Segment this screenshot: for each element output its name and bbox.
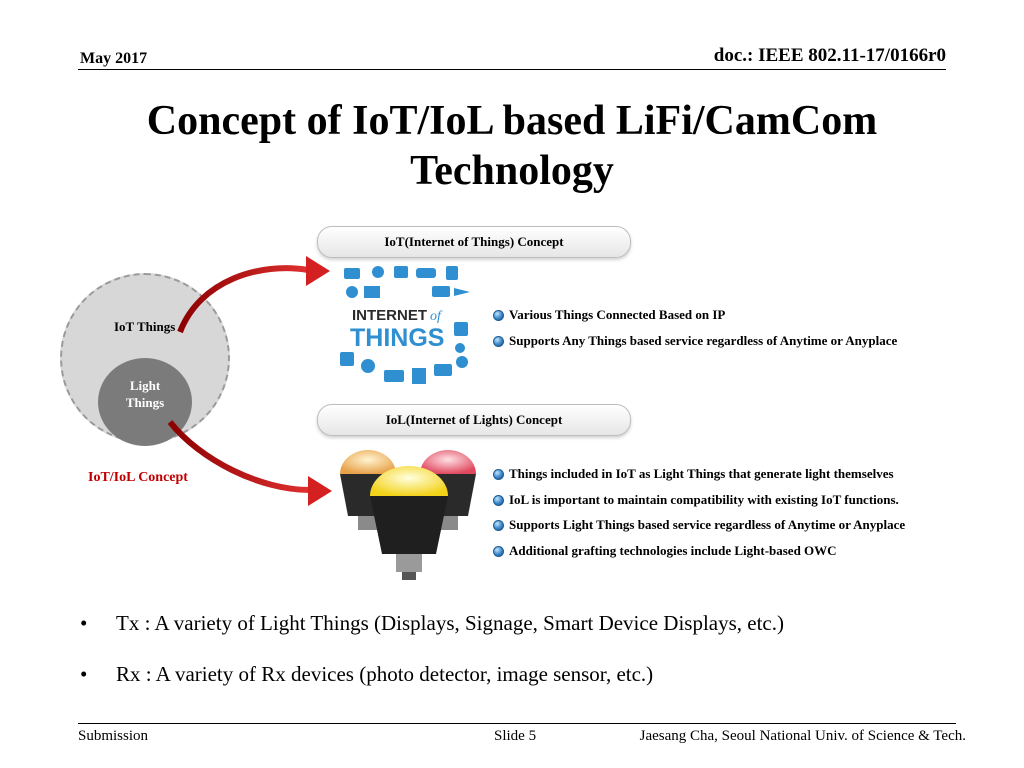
blue-bullet-icon <box>493 309 504 321</box>
iol-bullet-4-text: Additional grafting technologies include… <box>509 543 837 558</box>
gear-icon <box>340 352 354 366</box>
smart-bulbs-illustration <box>340 450 476 580</box>
slide-title-line-1: Concept of IoT/IoL based LiFi/CamCom <box>146 98 878 144</box>
iol-bullet-1-text: Things included in IoT as Light Things t… <box>509 466 894 481</box>
phone-icon <box>446 266 458 280</box>
iot-bullet-1: Various Things Connected Based on IP <box>493 307 725 323</box>
globe-icon <box>361 359 375 373</box>
person-icon <box>346 286 358 298</box>
watch-icon <box>456 356 468 368</box>
light-things-label-line-1: Light <box>129 378 161 393</box>
iol-bullet-1: Things included in IoT as Light Things t… <box>493 466 894 482</box>
rx-bullet-text: Rx : A variety of Rx devices (photo dete… <box>116 662 654 686</box>
monitor-icon <box>454 322 468 336</box>
tx-bullet: • Tx : A variety of Light Things (Displa… <box>80 611 784 636</box>
iol-bullet-2-text: IoL is important to maintain compatibili… <box>509 492 899 507</box>
curved-arrows <box>167 256 332 506</box>
header-doc-id: doc.: IEEE 802.11-17/0166r0 <box>713 45 946 66</box>
slide-title: Concept of IoT/IoL based LiFi/CamCom Tec… <box>60 96 964 196</box>
slide-title-line-2: Technology <box>410 148 614 194</box>
bullet-marker: • <box>80 611 88 635</box>
light-things-label: Light Things <box>98 377 192 411</box>
blue-bullet-icon <box>493 335 504 347</box>
yellow-bulb-icon <box>370 466 448 580</box>
sensor-icon <box>455 343 465 353</box>
blue-bullet-icon <box>493 494 504 506</box>
footer-slide-number: Slide 5 <box>494 728 537 744</box>
tx-bullet-text: Tx : A variety of Light Things (Displays… <box>116 611 785 635</box>
iol-bullet-3: Supports Light Things based service rega… <box>493 517 905 533</box>
arrow-to-iot <box>177 256 330 334</box>
iol-bullet-4: Additional grafting technologies include… <box>493 543 837 559</box>
cart-icon <box>394 266 408 278</box>
blue-bullet-icon <box>493 519 504 531</box>
tv-icon <box>344 268 360 279</box>
iot-things-label: IoT Things <box>114 319 176 334</box>
iot-logo-word-things: THINGS <box>350 324 444 352</box>
blue-bullet-icon <box>493 468 504 480</box>
iot-bullet-2-text: Supports Any Things based service regard… <box>509 333 898 348</box>
header-date: May 2017 <box>80 50 148 67</box>
iol-bullet-2: IoL is important to maintain compatibili… <box>493 492 899 508</box>
iot-bullet-1-text: Various Things Connected Based on IP <box>509 307 726 322</box>
iot-logo-word-of: of <box>430 309 443 324</box>
iot-concept-pill: IoT(Internet of Things) Concept <box>317 226 631 258</box>
footer-rule <box>78 723 956 724</box>
iol-bullet-3-text: Supports Light Things based service rega… <box>509 517 906 532</box>
laptop-icon <box>384 370 404 382</box>
blue-bullet-icon <box>493 545 504 557</box>
iot-iol-concept-label: IoT/IoL Concept <box>88 470 188 485</box>
plane-icon <box>454 288 470 296</box>
bulb-icon <box>372 266 384 278</box>
internet-of-things-illustration: INTERNET of THINGS <box>340 266 470 384</box>
tablet-icon <box>412 368 426 384</box>
footer-submission: Submission <box>78 728 149 744</box>
truck-icon <box>434 364 452 376</box>
bus-icon <box>432 286 450 297</box>
car-icon <box>416 268 436 278</box>
rx-bullet: • Rx : A variety of Rx devices (photo de… <box>80 662 653 687</box>
bullet-marker: • <box>80 662 88 686</box>
header-rule <box>78 69 946 70</box>
iot-bullet-2: Supports Any Things based service regard… <box>493 333 897 349</box>
light-things-label-line-2: Things <box>125 395 165 410</box>
iol-concept-pill: IoL(Internet of Lights) Concept <box>317 404 631 436</box>
footer-author: Jaesang Cha, Seoul National Univ. of Sci… <box>639 728 966 744</box>
camera-icon <box>364 286 380 298</box>
arrow-to-iol <box>167 420 332 506</box>
iot-logo-word-internet: INTERNET <box>352 307 427 324</box>
